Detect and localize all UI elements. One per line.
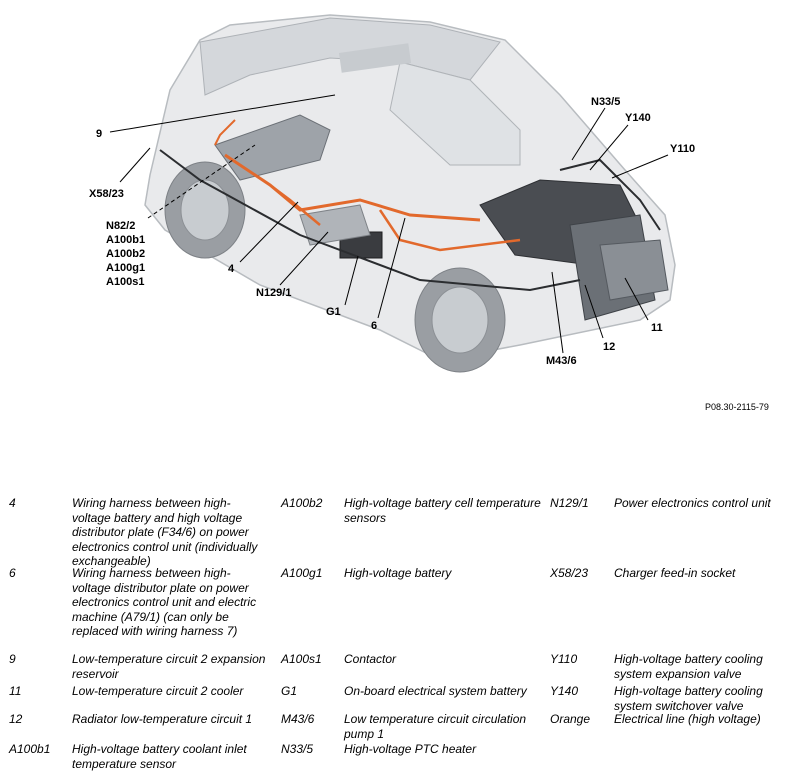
legend-key: 6 [9,566,16,580]
leader-11 [624,277,649,321]
callout-x58-23: X58/23 [89,188,124,200]
callout-y140: Y140 [625,112,651,124]
callout-y110: Y110 [670,143,695,155]
legend-key: A100g1 [281,566,323,580]
legend-table: 4 Wiring harness between high-voltage bat… [0,490,810,778]
legend-key: 4 [9,496,16,510]
callout-6: 6 [371,320,377,332]
legend-key: N129/1 [550,496,589,510]
legend-key: 12 [9,712,23,726]
leader-lines [109,94,669,354]
leader-a100 [147,144,256,219]
legend-description: High-voltage battery cell temperature se… [344,496,541,525]
legend-key: 9 [9,652,16,666]
legend-description: Contactor [344,652,397,666]
leader-x58-23 [119,147,151,183]
legend-description: Wiring harness between high-voltage dist… [72,566,257,638]
legend-description: Radiator low-temperature circuit 1 [72,712,253,726]
legend-description: Low-temperature circuit 2 expansion rese… [72,652,266,681]
callout-g1: G1 [326,306,341,318]
legend-description: High-voltage battery [344,566,452,580]
legend-description: Power electronics control unit [614,496,771,510]
callout-a100b1: A100b1 [106,234,145,246]
leader-y140 [589,124,629,171]
callout-labels: 9 X58/23 N82/2 A100b1 A100b2 A100g1 A100… [89,96,695,367]
leader-m43-6 [551,271,564,354]
legend-description: Charger feed-in socket [614,566,736,580]
leader-n129-1 [279,231,329,286]
leader-n33-5 [571,107,606,161]
callout-n33-5: N33/5 [591,96,620,108]
callout-12: 12 [603,341,615,353]
legend-description: On-board electrical system battery [344,684,527,698]
legend-description: Low-temperature circuit 2 cooler [72,684,244,698]
legend-key: 11 [9,684,22,698]
leader-12 [584,284,604,339]
legend-description: High-voltage battery cooling system swit… [614,684,763,713]
vehicle-cutaway-diagram: 9 X58/23 N82/2 A100b1 A100b2 A100g1 A100… [89,14,695,373]
callout-n129-1: N129/1 [256,287,291,299]
leader-y110 [611,154,669,179]
callout-4: 4 [228,263,235,275]
leader-9 [109,94,336,133]
legend-description: Wiring harness between high-voltage batt… [72,496,258,568]
legend-key: N33/5 [281,742,314,756]
callout-11: 11 [651,322,663,334]
legend-description: Electrical line (high voltage) [614,712,761,726]
leader-6 [377,217,406,319]
legend-key: A100b1 [9,742,51,756]
leader-4 [239,201,299,263]
legend-key: Y140 [550,684,579,698]
legend-description: High-voltage battery coolant inlet tempe… [72,742,247,771]
legend-key: M43/6 [281,712,315,726]
figure-reference-code: P08.30-2115-79 [705,402,769,412]
callout-9: 9 [96,128,102,140]
callout-a100s1: A100s1 [106,276,145,288]
legend-description: High-voltage battery cooling system expa… [614,652,763,681]
legend-key: X58/23 [550,566,589,580]
callout-a100b2: A100b2 [106,248,145,260]
vehicle-illustration [144,14,676,373]
legend-description: Low temperature circuit circulation pump… [344,712,527,741]
leader-g1 [344,255,359,306]
legend-key: A100s1 [281,652,322,666]
callout-a100g1: A100g1 [106,262,145,274]
legend-key: G1 [281,684,298,698]
legend-key: A100b2 [281,496,323,510]
legend-description: High-voltage PTC heater [344,742,477,756]
legend-key: Y110 [550,652,578,666]
callout-n82-2: N82/2 [106,220,135,232]
callout-m43-6: M43/6 [546,355,577,367]
legend-key: Orange [550,712,591,726]
